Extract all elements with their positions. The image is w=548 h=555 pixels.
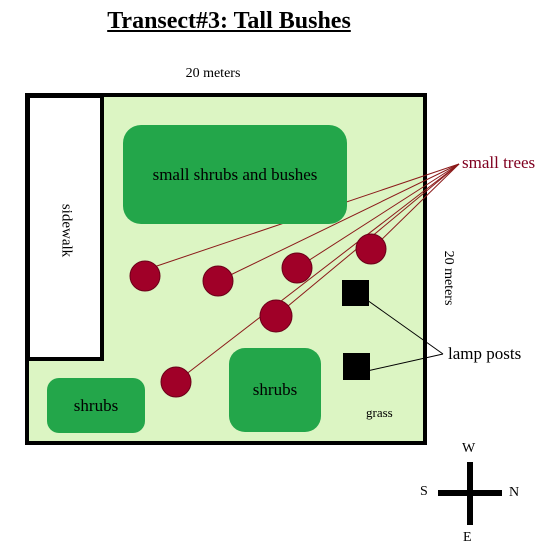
callout-line (371, 163, 460, 250)
shrub-bed-large: small shrubs and bushes (123, 125, 347, 224)
compass-north: N (509, 485, 520, 500)
callout-line (366, 353, 444, 372)
height-label: 20 meters (441, 250, 456, 306)
small-trees (129, 233, 387, 398)
callout-line (366, 299, 444, 355)
small-trees-label: small trees (462, 153, 536, 172)
lamp-post (343, 353, 370, 380)
callout-line (296, 163, 460, 269)
sidewalk-area (26, 94, 104, 361)
tree-marker (259, 299, 293, 333)
tree-marker (129, 260, 161, 292)
compass-west: W (462, 441, 476, 456)
callout-line (175, 163, 460, 383)
width-label: 20 meters (185, 66, 241, 81)
compass-east: E (463, 530, 472, 545)
callout-line (217, 163, 460, 282)
lamp-callout-lines (366, 299, 444, 372)
shrub-bed-middle: shrubs (229, 348, 321, 432)
compass-south: S (420, 484, 428, 499)
diagram-title: Transect#3: Tall Bushes (107, 8, 351, 34)
tree-marker (202, 265, 234, 297)
grass-label: grass (366, 405, 393, 420)
compass-cross (438, 462, 502, 525)
lamp-posts-label: lamp posts (448, 344, 522, 363)
tree-marker (160, 366, 192, 398)
shrub-bed-left: shrubs (47, 378, 145, 433)
tree-marker (281, 252, 313, 284)
lamp-post (342, 280, 369, 306)
tree-marker (355, 233, 387, 265)
sidewalk-label: sidewalk (58, 203, 75, 258)
